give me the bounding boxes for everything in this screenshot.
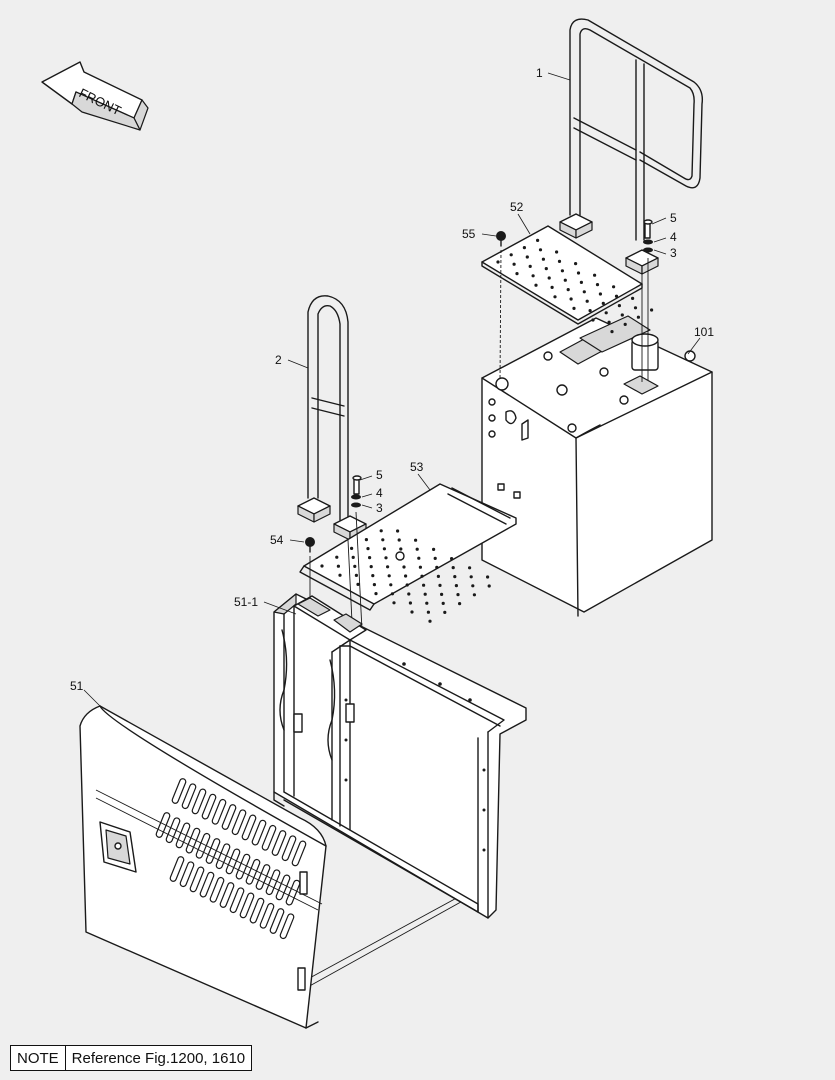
alignment-lines [305, 249, 649, 989]
handrail-1 [559, 18, 704, 275]
callout-55: 55 [462, 227, 476, 241]
callout-2: 2 [275, 353, 282, 367]
side-door-51 [79, 705, 327, 1029]
callout-5b: 5 [376, 468, 383, 482]
frame-51-1 [273, 593, 527, 919]
callout-51: 51 [70, 679, 84, 693]
callout-leaders [83, 72, 701, 707]
hardware-bolts-washers [305, 219, 653, 553]
callout-3a: 3 [670, 246, 677, 260]
callout-54: 54 [270, 533, 284, 547]
callout-labels: 1 2 5 4 3 5 4 3 55 52 53 54 51-1 51 101 [70, 66, 714, 693]
note-text: Reference Fig.1200, 1610 [71, 1049, 246, 1067]
callout-5a: 5 [670, 211, 677, 225]
callout-53: 53 [410, 460, 424, 474]
callout-52: 52 [510, 200, 524, 214]
callout-51-1: 51-1 [234, 595, 258, 609]
note-label: NOTE [11, 1046, 66, 1070]
callout-101: 101 [694, 325, 714, 339]
callout-3b: 3 [376, 501, 383, 515]
callout-4a: 4 [670, 230, 677, 244]
front-arrow-icon: FRONT [41, 61, 149, 131]
hydraulic-tank [481, 315, 713, 617]
callout-1: 1 [536, 66, 543, 80]
cover-plate-53 [299, 483, 517, 623]
note-box: NOTE Reference Fig.1200, 1610 [10, 1045, 253, 1071]
callout-4b: 4 [376, 486, 383, 500]
